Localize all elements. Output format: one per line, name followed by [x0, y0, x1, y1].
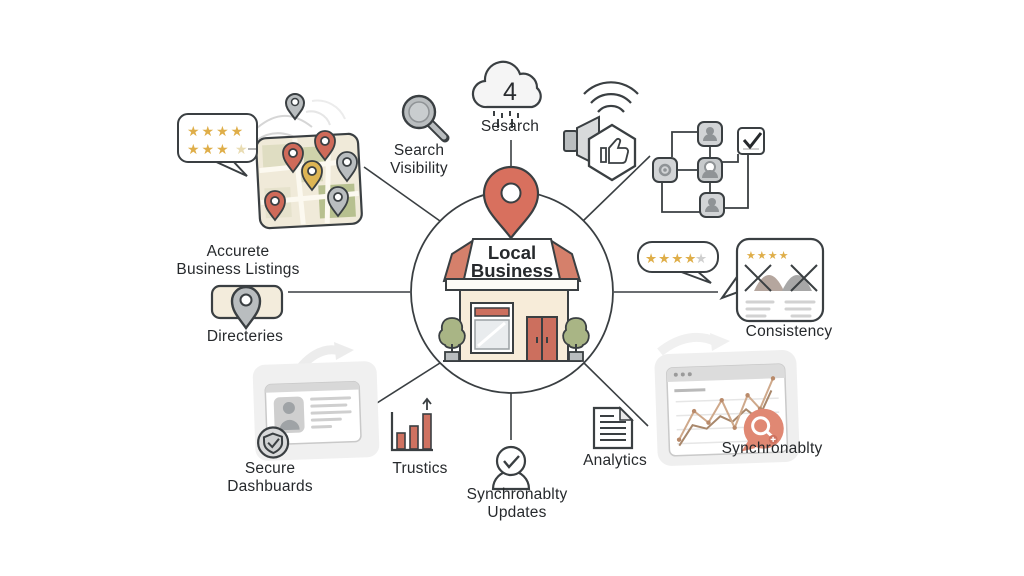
label-consistency: Consistency: [745, 323, 833, 340]
map-pins: [264, 130, 358, 222]
sync-badge-icon: [741, 408, 784, 452]
card-text-lines: [310, 396, 352, 429]
location-pin-icon: [482, 165, 540, 240]
promotion-megaphone-icon: [563, 81, 639, 182]
check-square-icon: [737, 127, 765, 155]
label-trustics: Trustics: [392, 460, 448, 477]
wave-cross-glyph: [744, 264, 818, 292]
map-cluster: ★★★★ ★★★ ★: [177, 93, 363, 230]
analytics-document-icon: [592, 406, 634, 450]
rain-dashes: [493, 111, 519, 128]
label-search-visibility: Search Visibility: [390, 142, 448, 177]
trustics-bar-chart-icon: [390, 397, 433, 452]
star-rating-row2-gold: ★★★: [187, 141, 231, 157]
star-rating-right-gold: ★★★★: [645, 251, 697, 266]
consistency-card: ★★★★: [719, 237, 825, 323]
label-sesarch: Sesarch: [480, 118, 540, 135]
person-check-icon: [491, 445, 531, 491]
consistency-stars: ★★★★: [746, 250, 789, 262]
network-nodes: [652, 121, 725, 218]
store-sign-line2: Business: [471, 260, 553, 281]
sync-chart-card: [654, 350, 800, 466]
search-visibility-icon: [401, 94, 450, 143]
label-accurete-business-listings: Accurete Business Listings: [176, 243, 300, 278]
workflow-network-icon: [652, 121, 765, 218]
thumbs-up-icon: [600, 137, 629, 164]
star-rating-row1: ★★★★: [187, 123, 245, 139]
tree-right: [562, 317, 590, 362]
connector-lines: [288, 140, 718, 440]
secure-dashboard-card: [252, 361, 380, 461]
card-text-lines: [745, 300, 816, 318]
wifi-arcs-icon: [583, 81, 639, 113]
review-bubble-right: ★★★★ ★: [637, 241, 719, 284]
directeries-icon: [210, 284, 284, 331]
review-bubble-left: ★★★★ ★★★ ★: [177, 113, 258, 177]
search-cloud-icon: 4: [471, 60, 542, 128]
star-rating-row2-faded: ★: [235, 141, 248, 157]
label-synchronablty: Synchronablty: [721, 440, 823, 457]
label-analytics: Analytics: [583, 452, 647, 469]
shield-badge-icon: [257, 426, 290, 459]
central-node: Local Business: [410, 165, 614, 394]
label-secure-dashboards: Secure Dashbuards: [227, 460, 313, 495]
star-rating-right-gray: ★: [695, 251, 707, 266]
tree-left: [438, 317, 466, 362]
store-sign-line1: Local: [488, 242, 536, 263]
storefront-illustration: Local Business: [438, 237, 590, 362]
cloud-value: 4: [503, 78, 517, 106]
label-sync-updates: Synchronablty Updates: [466, 486, 568, 521]
label-directeries: Directeries: [206, 328, 284, 345]
floating-pin-icon: [284, 93, 306, 121]
